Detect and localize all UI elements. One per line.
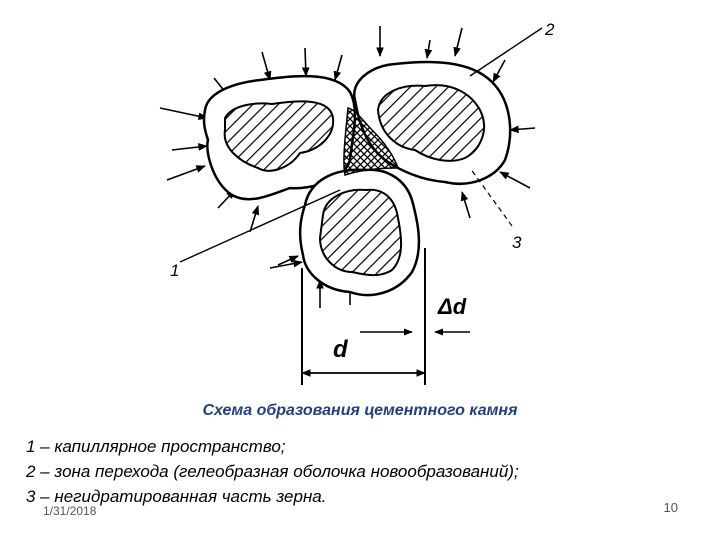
legend-item-1: 1 – капиллярное пространство; [26,437,286,456]
slide-number: 10 [663,500,678,515]
leader-line-1 [179,189,341,263]
label-delta-d: Δd [438,294,467,319]
grain-right-core [376,84,485,162]
legend-item-3: 3 – негидратированная часть зерна. [26,487,327,506]
leader-line-3 [469,167,513,227]
hydration-arrows [159,26,536,308]
capillary-space [343,107,400,176]
grain-left [202,74,357,201]
dimension-lines [301,248,470,385]
grain-bottom [298,168,421,297]
legend: 1 – капиллярное пространство; 2 – зона п… [26,434,519,509]
grain-bottom-core [318,188,403,277]
cement-stone-diagram [159,26,543,385]
grain-left-core [223,100,335,172]
figure-caption: Схема образования цементного камня [202,402,518,419]
slide-date: 1/31/2018 [43,504,97,518]
grain-right [352,60,512,185]
label-1: 1 [170,261,180,280]
label-3: 3 [512,233,522,252]
legend-item-2: 2 – зона перехода (гелеобразная оболочка… [26,462,519,481]
label-2: 2 [545,20,555,39]
leader-line-2 [469,27,543,77]
label-d: d [333,336,348,363]
